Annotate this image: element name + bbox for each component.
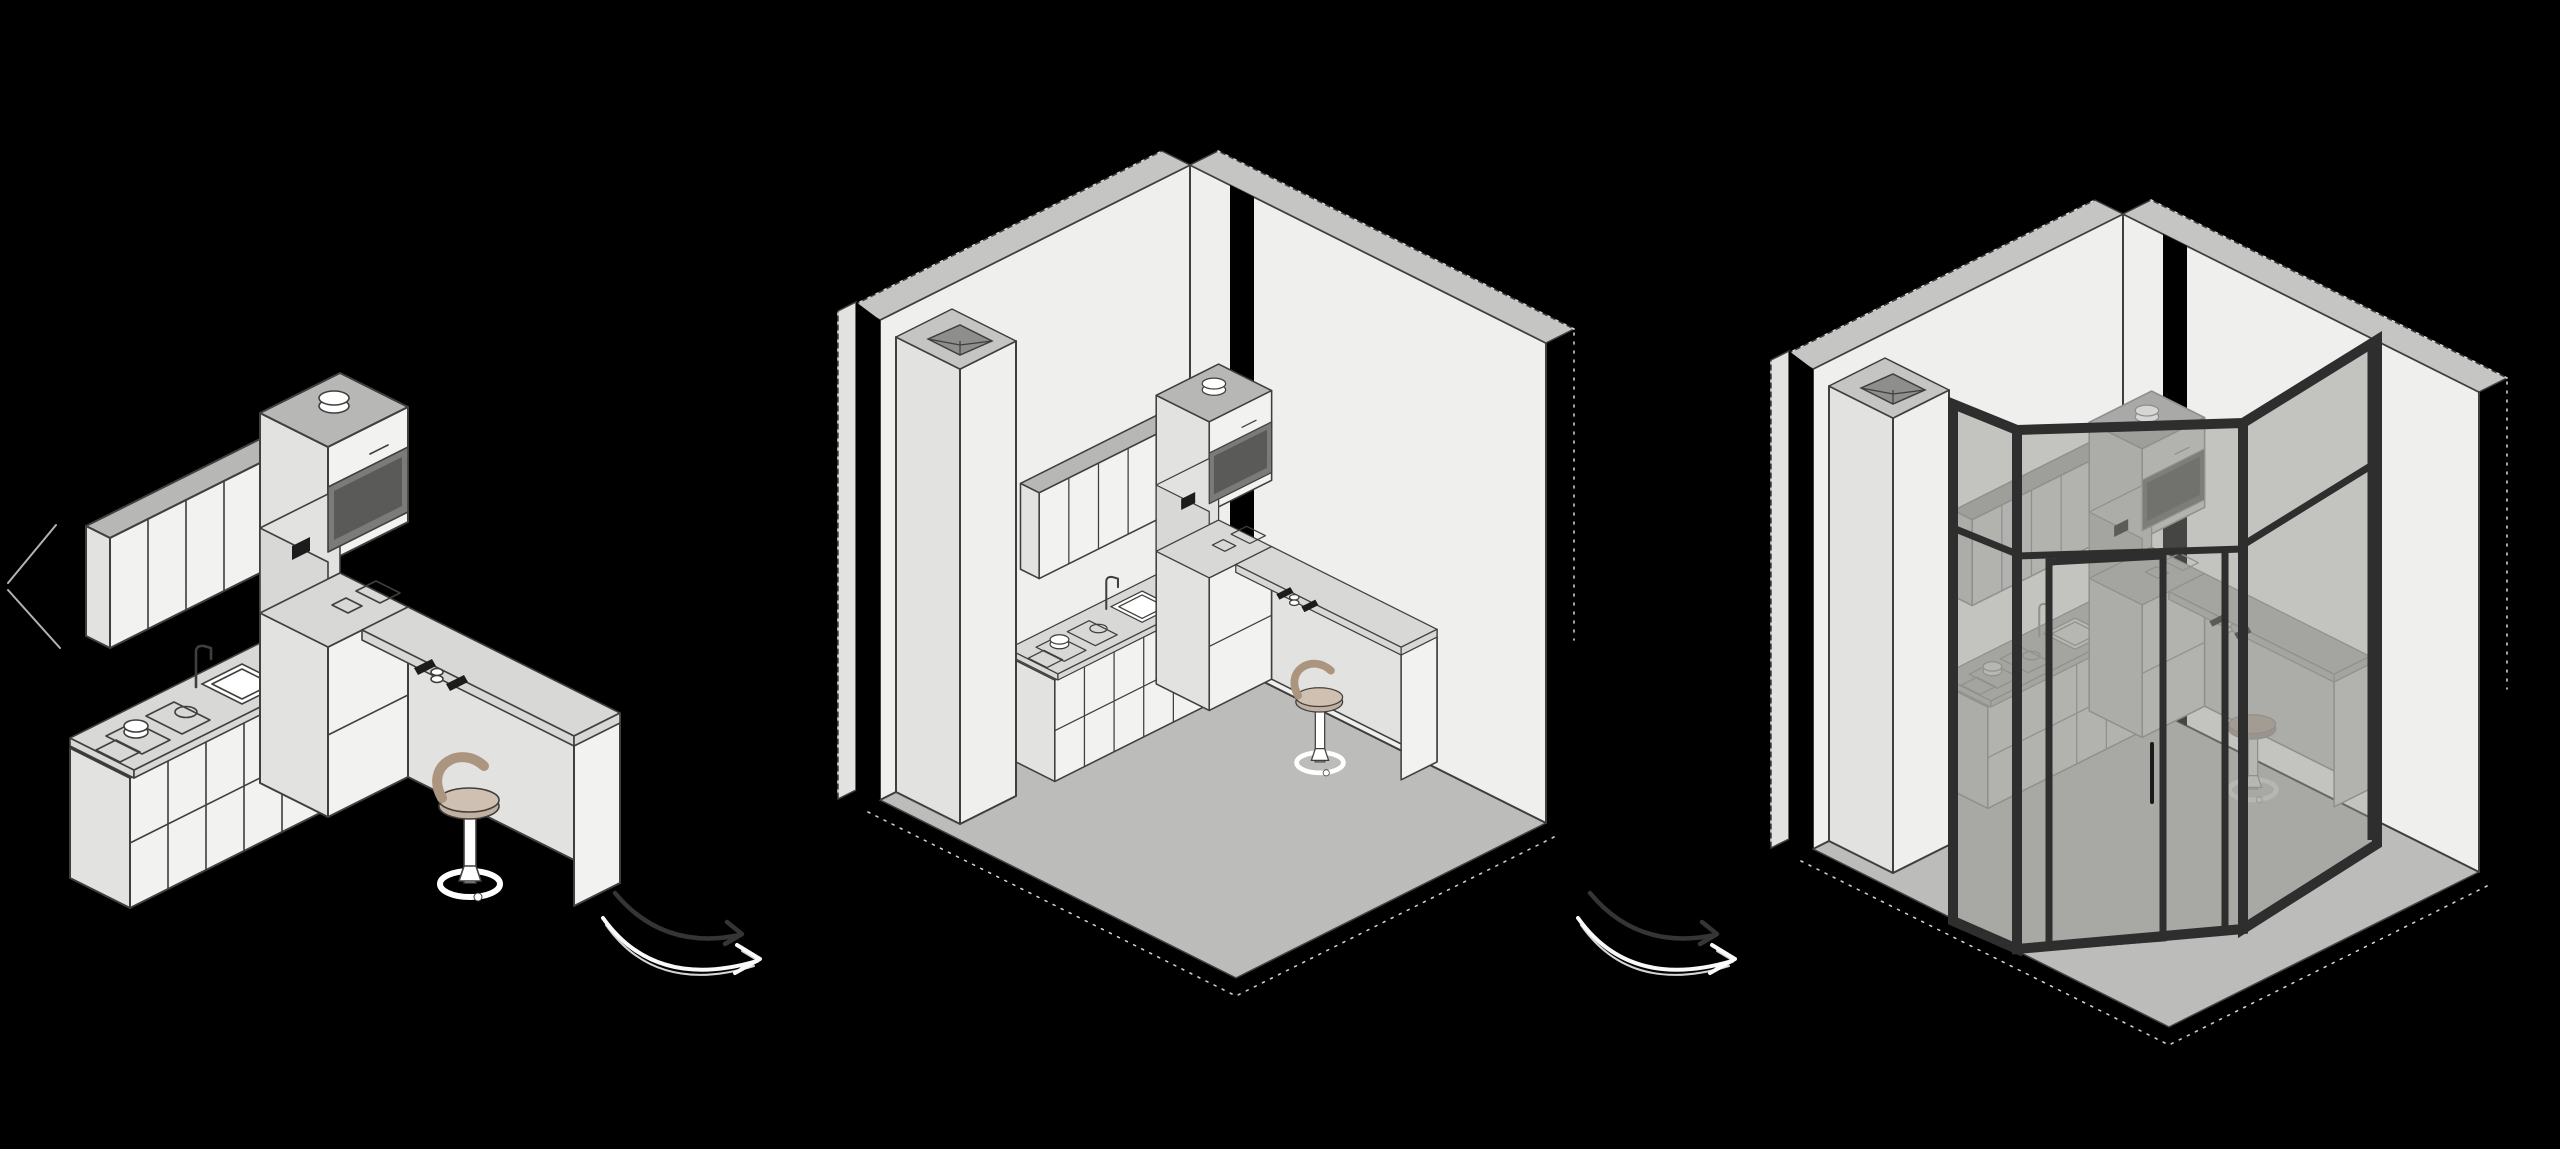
stage-kitchen-in-room-shell	[837, 150, 1575, 997]
transom-rail	[2016, 545, 2244, 560]
sketch-outline-left	[7, 524, 61, 649]
stage-kitchen-unit	[7, 373, 620, 908]
glass-partition	[1948, 331, 2382, 957]
glass-right-pane	[2243, 340, 2377, 929]
kitchen-unit	[70, 373, 620, 908]
duct-column	[1828, 357, 1950, 874]
stage-kitchen-with-glass-enclosure	[1770, 199, 2508, 1046]
glass-door	[2045, 552, 2167, 951]
arrow-stage1-to-stage2	[603, 893, 760, 975]
right-frame	[2238, 331, 2382, 939]
glass-chamfer-pane	[1953, 404, 2017, 949]
chamfer-rail	[1951, 524, 2019, 558]
duct-column	[895, 308, 1017, 825]
right-transom-rail	[2241, 459, 2379, 548]
arrow-stage2-to-stage3	[1578, 893, 1735, 975]
